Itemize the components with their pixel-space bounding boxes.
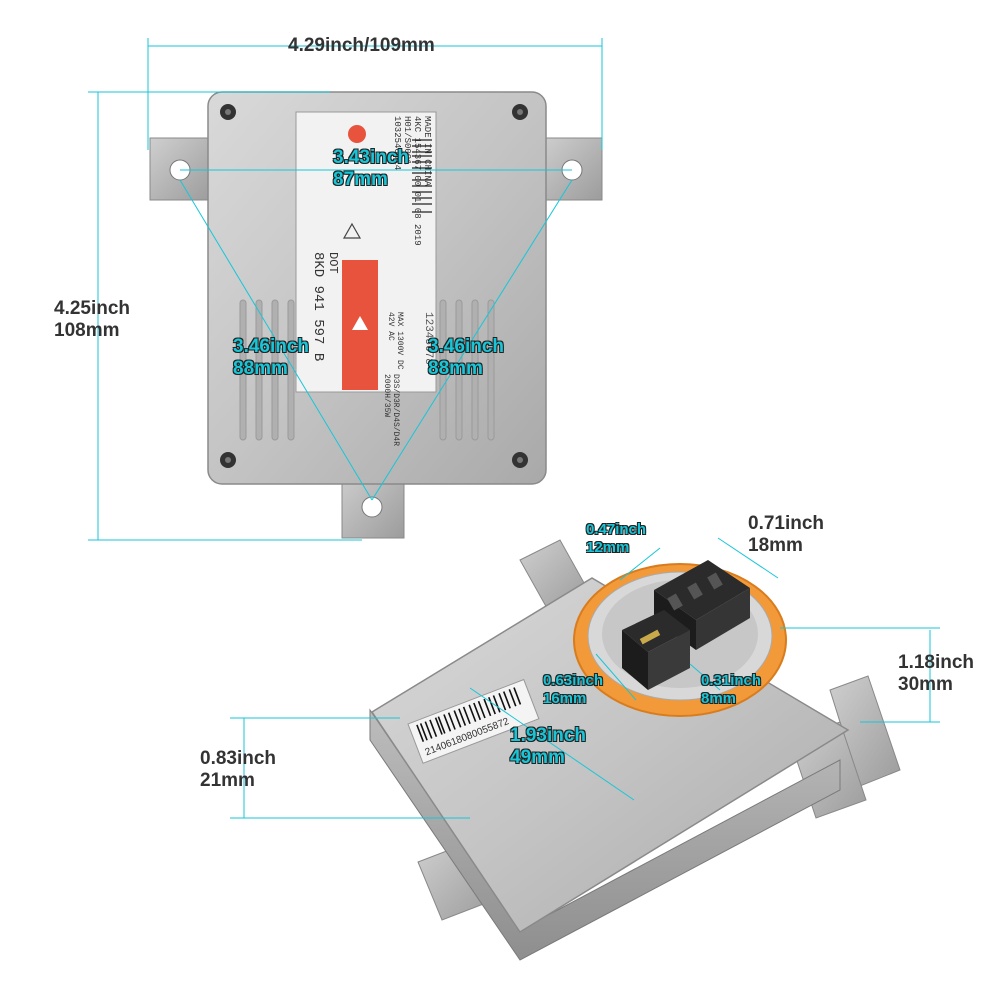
connector-d-label: 0.31inch 8mm [701, 672, 762, 707]
connector-a-label: 0.47inch 12mm [586, 521, 647, 556]
label-code1: 4KC 154367 00 01 08 2019 [412, 116, 422, 246]
label-dot: DOT [326, 252, 340, 274]
bottom-ballast: 2140618080055872 [369, 539, 901, 961]
width-top-label: 4.29inch/109mm [288, 35, 435, 56]
label-part: 8KD 941 597 B [310, 252, 326, 362]
connector-c-label: 0.63inch 16mm [543, 672, 604, 707]
hole-span-label: 3.43inch 87mm [333, 147, 410, 190]
device-label [295, 111, 437, 393]
body-diag-label: 1.93inch 49mm [510, 725, 587, 768]
small-connector [622, 610, 690, 690]
body-thickness-label: 0.83inch 21mm [200, 748, 277, 791]
top-ballast [149, 91, 603, 539]
diag-right-label: 3.46inch 88mm [428, 336, 505, 379]
cooling-fins [239, 299, 495, 441]
connector-b-label: 0.71inch 18mm [748, 513, 825, 556]
dimension-lines [88, 38, 940, 819]
screws [220, 104, 528, 468]
label-power: 2000H/35W [382, 374, 391, 418]
height-left-label: 4.25inch 108mm [54, 298, 131, 341]
diag-left-label: 3.46inch 88mm [233, 336, 310, 379]
label-lamps: D3S/D3R/D4S/D4R [391, 374, 400, 447]
ring-height-label: 1.18inch 30mm [898, 652, 975, 695]
